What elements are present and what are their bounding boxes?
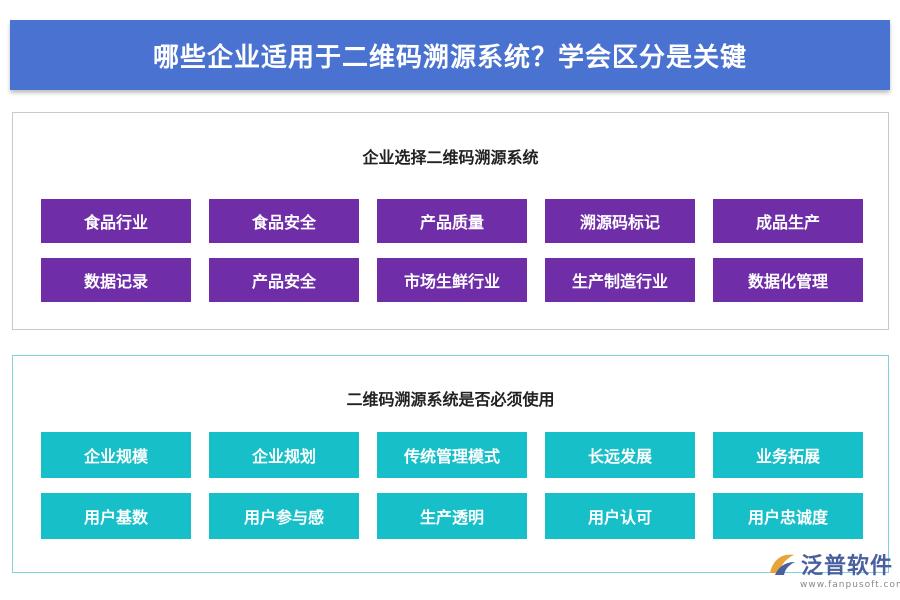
brand-name: 泛普软件 [801, 554, 894, 579]
page-title: 哪些企业适用于二维码溯源系统？学会区分是关键 [152, 42, 747, 73]
item-box: 用户认可 [545, 493, 695, 539]
item-box: 食品安全 [209, 199, 359, 243]
item-box: 用户基数 [41, 493, 191, 539]
item-box: 数据化管理 [713, 258, 863, 302]
section-enterprise-choice: 企业选择二维码溯源系统 食品行业 食品安全 产品质量 溯源码标记 成品生产 数据… [12, 112, 889, 330]
item-box: 溯源码标记 [545, 199, 695, 243]
item-box: 食品行业 [41, 199, 191, 243]
item-grid: 企业规模 企业规划 传统管理模式 长远发展 业务拓展 用户基数 用户参与感 生产… [41, 432, 863, 539]
brand-url: www.fanpusoft.com [800, 580, 900, 590]
item-box: 生产透明 [377, 493, 527, 539]
item-box: 用户参与感 [209, 493, 359, 539]
item-box: 业务拓展 [713, 432, 863, 478]
item-box: 用户忠诚度 [713, 493, 863, 539]
item-grid: 食品行业 食品安全 产品质量 溯源码标记 成品生产 数据记录 产品安全 市场生鲜… [41, 199, 863, 302]
item-box: 企业规模 [41, 432, 191, 478]
section-title: 二维码溯源系统是否必须使用 [346, 390, 555, 409]
item-box: 成品生产 [713, 199, 863, 243]
item-box: 生产制造行业 [545, 258, 695, 302]
section-necessity: 二维码溯源系统是否必须使用 企业规模 企业规划 传统管理模式 长远发展 业务拓展… [12, 355, 889, 573]
section-title: 企业选择二维码溯源系统 [362, 148, 539, 167]
brand-mark-icon [770, 554, 795, 575]
item-box: 传统管理模式 [377, 432, 527, 478]
item-box: 企业规划 [209, 432, 359, 478]
item-box: 产品安全 [209, 258, 359, 302]
item-box: 数据记录 [41, 258, 191, 302]
item-box: 市场生鲜行业 [377, 258, 527, 302]
brand-logo: 泛普软件 [767, 548, 893, 580]
title-banner: 哪些企业适用于二维码溯源系统？学会区分是关键 [10, 20, 890, 90]
item-box: 长远发展 [545, 432, 695, 478]
item-box: 产品质量 [377, 199, 527, 243]
